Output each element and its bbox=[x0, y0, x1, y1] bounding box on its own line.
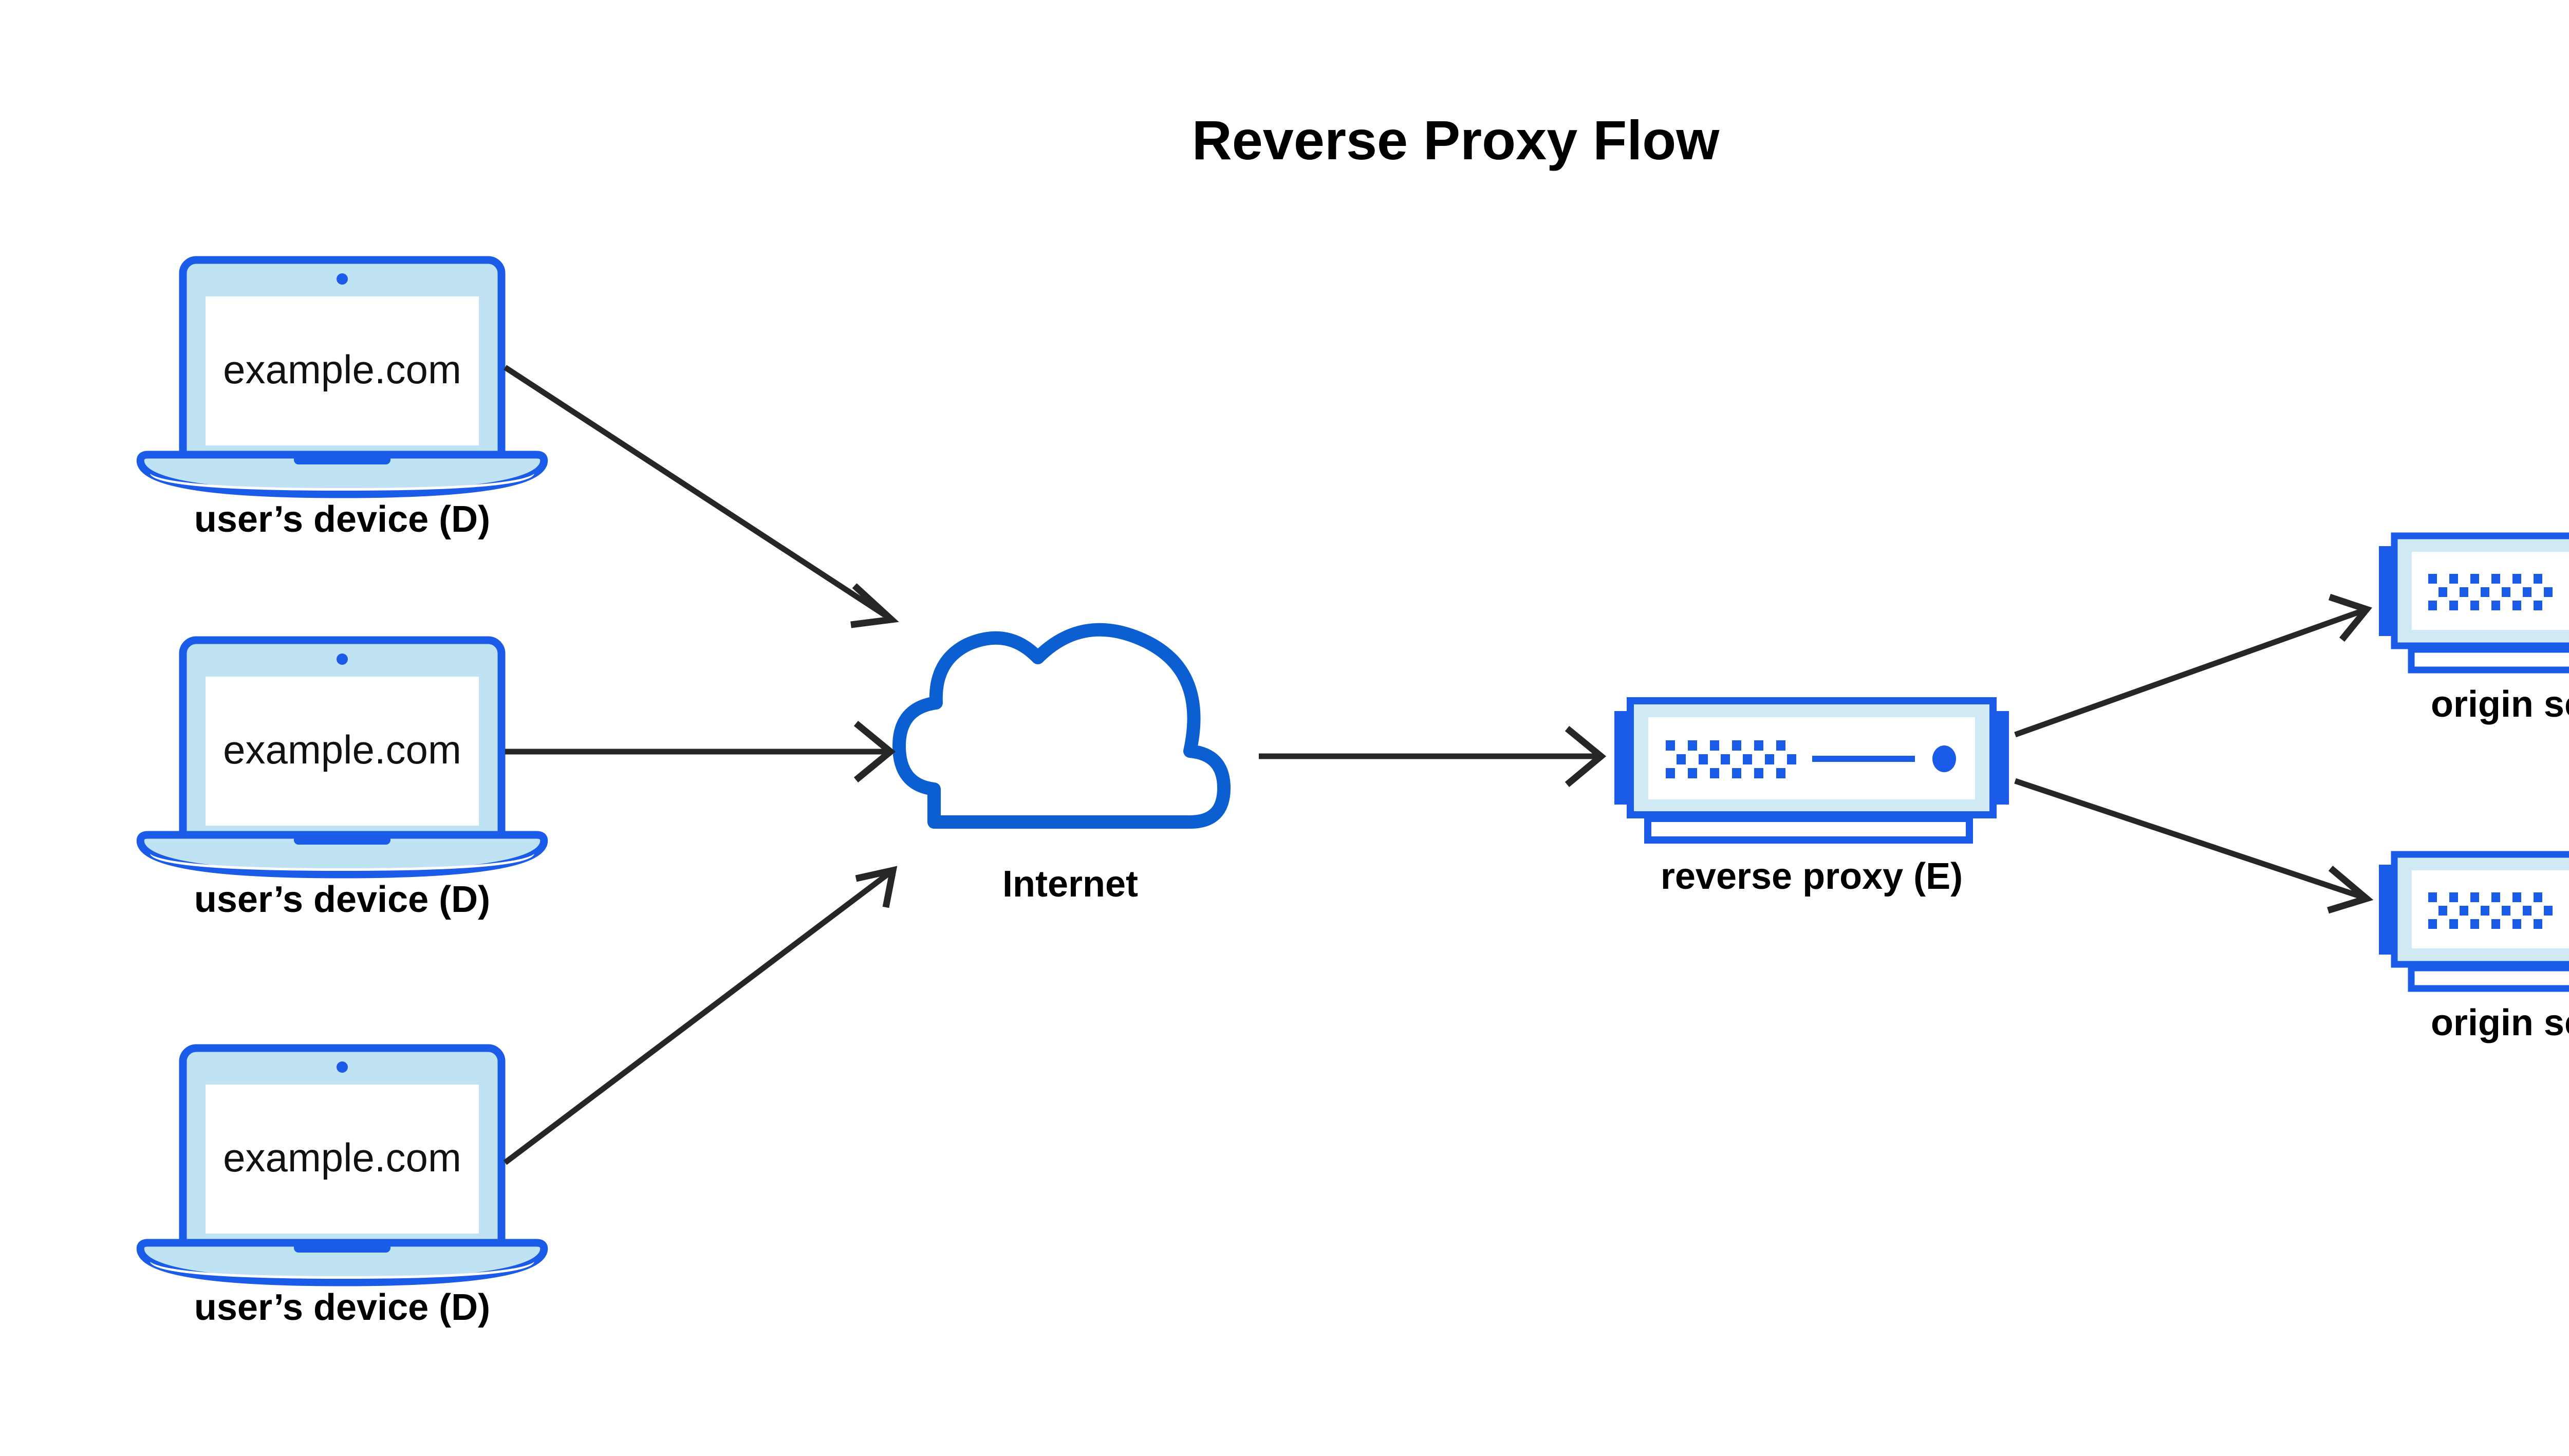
node-origin-server-bottom[interactable]: origin server (F) bbox=[2379, 851, 2569, 1043]
webcam-icon bbox=[337, 273, 348, 285]
webcam-icon bbox=[337, 654, 348, 665]
arrow-proxy-to-origin-top bbox=[2014, 593, 2372, 738]
node-label-reverse-proxy: reverse proxy (E) bbox=[1661, 856, 1963, 897]
node-label-device-bottom: user’s device (D) bbox=[194, 1287, 490, 1328]
screen-url-text: example.com bbox=[223, 1135, 461, 1180]
laptop-screen bbox=[206, 296, 479, 445]
server-panel bbox=[1648, 717, 1975, 799]
server-shelf bbox=[2408, 964, 2569, 992]
laptop-notch bbox=[294, 455, 390, 464]
node-users-device-middle[interactable]: example.com user’s device (D) bbox=[136, 636, 548, 920]
node-users-device-bottom[interactable]: example.com user’s device (D) bbox=[136, 1044, 548, 1328]
laptop-notch bbox=[294, 1243, 390, 1253]
server-shelf bbox=[1644, 815, 1973, 844]
node-reverse-proxy[interactable]: reverse proxy (E) bbox=[1614, 697, 2009, 897]
screen-url-text: example.com bbox=[223, 347, 461, 392]
server-panel bbox=[2412, 552, 2569, 630]
server-panel bbox=[2412, 870, 2569, 948]
laptop-base bbox=[136, 1239, 548, 1286]
server-vent-grid bbox=[2428, 574, 2553, 610]
node-origin-server-top[interactable]: origin server (F) bbox=[2379, 532, 2569, 725]
screen-url-text: example.com bbox=[223, 727, 461, 772]
arrow-device-middle-to-internet bbox=[505, 720, 896, 783]
webcam-icon bbox=[337, 1061, 348, 1073]
server-status-line bbox=[1812, 756, 1915, 762]
server-vent-grid bbox=[2428, 892, 2553, 929]
cloud-icon bbox=[892, 623, 1231, 829]
laptop-base bbox=[136, 831, 548, 879]
laptop-notch bbox=[294, 835, 390, 845]
laptop-base bbox=[136, 451, 548, 498]
server-shelf bbox=[2408, 646, 2569, 674]
node-label-device-middle: user’s device (D) bbox=[194, 879, 490, 920]
arrow-internet-to-proxy bbox=[1259, 725, 1607, 787]
laptop-screen bbox=[206, 1085, 479, 1234]
node-label-device-top: user’s device (D) bbox=[194, 499, 490, 540]
server-vent-grid bbox=[1666, 740, 1796, 778]
node-internet-cloud[interactable]: Internet bbox=[892, 623, 1231, 905]
node-label-internet: Internet bbox=[1002, 864, 1138, 905]
server-status-lamp-icon bbox=[1932, 745, 1956, 772]
node-users-device-top[interactable]: example.com user’s device (D) bbox=[136, 256, 548, 540]
arrow-device-top-to-internet bbox=[503, 365, 899, 628]
node-label-origin-top: origin server (F) bbox=[2431, 684, 2569, 725]
arrow-device-bottom-to-internet bbox=[503, 866, 898, 1165]
laptop-screen bbox=[206, 677, 479, 826]
page-title: Reverse Proxy Flow bbox=[1192, 109, 1720, 171]
arrow-proxy-to-origin-bottom bbox=[2014, 778, 2374, 914]
node-label-origin-bottom: origin server (F) bbox=[2431, 1002, 2569, 1043]
